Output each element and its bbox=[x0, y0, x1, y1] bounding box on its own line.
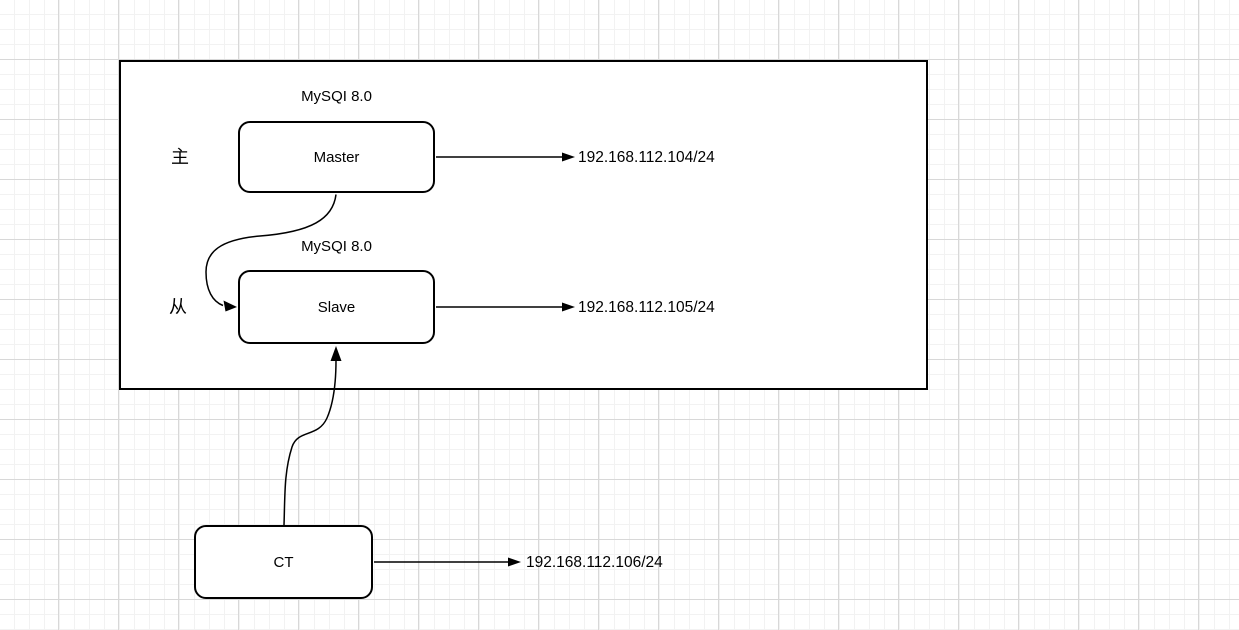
edge-ct-slave-line[interactable] bbox=[283, 359, 337, 526]
ip-label-ct[interactable]: 192.168.112.106/24 bbox=[526, 554, 663, 571]
edge-master-ip-arrowhead bbox=[562, 152, 575, 162]
node-ct[interactable]: CT bbox=[194, 525, 373, 599]
edge-master-slave-arrowhead bbox=[223, 300, 237, 312]
edge-master-slave-line[interactable] bbox=[205, 194, 337, 307]
node-master[interactable]: Master bbox=[238, 121, 435, 193]
role-label-slave[interactable]: 从 bbox=[169, 297, 187, 317]
caption-mysql-slave[interactable]: MySQI 8.0 bbox=[301, 238, 372, 255]
edge-ct-ip[interactable] bbox=[374, 557, 521, 567]
ip-label-master[interactable]: 192.168.112.104/24 bbox=[578, 149, 715, 166]
node-ct-label: CT bbox=[273, 553, 294, 571]
ip-label-slave[interactable]: 192.168.112.105/24 bbox=[578, 299, 715, 316]
node-slave-label: Slave bbox=[317, 298, 356, 316]
edge-ct-slave-arrowhead bbox=[330, 346, 342, 361]
node-master-label: Master bbox=[313, 148, 360, 166]
role-label-master[interactable]: 主 bbox=[171, 147, 189, 167]
edge-slave-ip[interactable] bbox=[436, 302, 575, 312]
edge-master-ip[interactable] bbox=[436, 152, 575, 162]
edge-ct-slave[interactable] bbox=[283, 346, 342, 526]
edge-ct-ip-arrowhead bbox=[508, 557, 521, 567]
edge-master-slave[interactable] bbox=[205, 194, 337, 312]
node-slave[interactable]: Slave bbox=[238, 270, 435, 344]
edge-slave-ip-arrowhead bbox=[562, 302, 575, 312]
caption-mysql-master[interactable]: MySQI 8.0 bbox=[301, 88, 372, 105]
